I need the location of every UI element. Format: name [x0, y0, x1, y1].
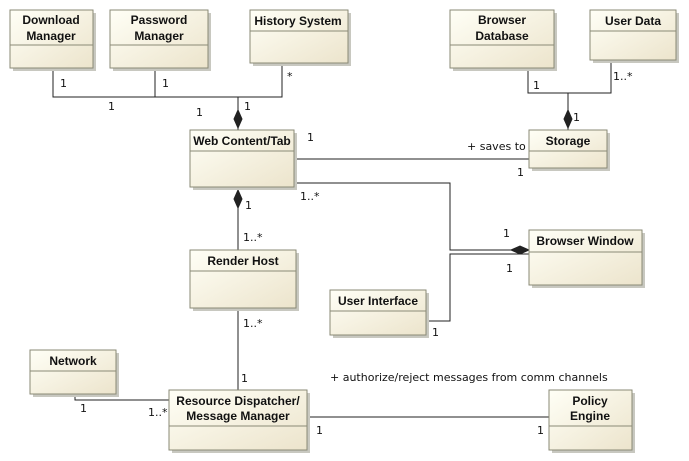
class-policy-engine[interactable]: Policy Engine: [548, 389, 635, 453]
edge-download-manager-to-tab: [52, 69, 238, 98]
aggregation-diamond-tab-top: [233, 108, 243, 130]
class-name-password-manager-line1: Password: [131, 13, 188, 27]
aggregation-diamond-browser-window: [509, 245, 531, 255]
edge-history-system-to-tab: [238, 64, 283, 98]
multiplicity-tab-window: 1..*: [300, 190, 320, 203]
class-name-browser-database-line1: Browser: [478, 13, 526, 27]
association-label-saves-to: + saves to: [467, 140, 526, 153]
multiplicity-dispatcher-top: 1: [241, 372, 248, 385]
multiplicity-render-host-bottom: 1..*: [243, 317, 263, 330]
multiplicity-window-from-tab: 1: [503, 227, 510, 240]
multiplicity-history-system: *: [287, 70, 293, 83]
aggregation-diamond-storage-top: [563, 108, 573, 130]
multiplicity-download-manager: 1: [60, 77, 67, 90]
class-name-browser-database-line2: Database: [475, 29, 529, 43]
edge-user-data-to-storage: [568, 63, 612, 94]
class-password-manager[interactable]: Password Manager: [109, 9, 211, 71]
edge-tab-to-browser-window: [294, 182, 529, 251]
multiplicity-tab-from-hs: 1: [244, 100, 251, 113]
multiplicity-network: 1: [80, 402, 87, 415]
multiplicity-storage-top: 1: [573, 111, 580, 124]
class-name-web-content-tab: Web Content/Tab: [193, 134, 291, 148]
class-name-download-manager-line2: Manager: [26, 29, 76, 43]
multiplicity-tab-from-dm: 1: [108, 100, 115, 113]
multiplicity-user-interface: 1: [432, 326, 439, 339]
class-name-policy-engine-line1: Policy: [572, 394, 608, 408]
multiplicity-tab-storage: 1: [307, 131, 314, 144]
multiplicity-dispatcher-left: 1..*: [148, 406, 168, 419]
edge-browser-database-to-storage: [527, 71, 568, 94]
class-name-resource-dispatcher-line2: Message Manager: [186, 409, 290, 423]
multiplicity-browser-database: 1: [533, 79, 540, 92]
association-label-authorize: + authorize/reject messages from comm ch…: [330, 371, 608, 384]
class-name-password-manager-line2: Manager: [134, 29, 184, 43]
class-browser-window[interactable]: Browser Window: [528, 229, 645, 288]
class-name-browser-window: Browser Window: [536, 234, 634, 248]
class-browser-database[interactable]: Browser Database: [449, 9, 557, 71]
class-name-policy-engine-line2: Engine: [570, 409, 610, 423]
edge-user-interface-to-browser-window: [429, 253, 529, 322]
multiplicity-policy-engine: 1: [537, 424, 544, 437]
class-render-host[interactable]: Render Host: [189, 249, 299, 311]
class-name-user-data: User Data: [605, 14, 661, 28]
class-download-manager[interactable]: Download Manager: [9, 9, 96, 71]
multiplicity-render-host-top: 1..*: [243, 231, 263, 244]
aggregation-diamond-tab-bottom: [233, 188, 243, 210]
multiplicity-tab-from-pm: 1: [196, 106, 203, 119]
multiplicity-window-from-ui: 1: [506, 262, 513, 275]
class-name-user-interface: User Interface: [338, 294, 418, 308]
edges: [52, 63, 612, 418]
class-name-storage: Storage: [546, 134, 591, 148]
class-resource-dispatcher[interactable]: Resource Dispatcher/ Message Manager: [168, 389, 310, 453]
class-web-content-tab[interactable]: Web Content/Tab: [189, 129, 297, 190]
class-name-network: Network: [49, 354, 97, 368]
multiplicity-storage-left: 1: [517, 166, 524, 179]
class-name-render-host: Render Host: [207, 254, 278, 268]
multiplicity-password-manager: 1: [162, 77, 169, 90]
class-user-data[interactable]: User Data: [589, 9, 679, 63]
multiplicities: 1 1 * 1 1 1 1 1..* 1 1 1 1..* 1 1 1 1 1.…: [60, 70, 633, 437]
class-name-download-manager-line1: Download: [22, 13, 79, 27]
multiplicity-user-data: 1..*: [613, 70, 633, 83]
class-user-interface[interactable]: User Interface: [329, 289, 429, 338]
multiplicity-tab-bottom: 1: [245, 199, 252, 212]
class-storage[interactable]: Storage: [528, 129, 610, 171]
class-history-system[interactable]: History System: [249, 9, 351, 66]
multiplicity-dispatcher-right: 1: [316, 424, 323, 437]
class-name-history-system: History System: [254, 14, 341, 28]
class-name-resource-dispatcher-line1: Resource Dispatcher/: [176, 394, 300, 408]
class-network[interactable]: Network: [29, 349, 119, 397]
